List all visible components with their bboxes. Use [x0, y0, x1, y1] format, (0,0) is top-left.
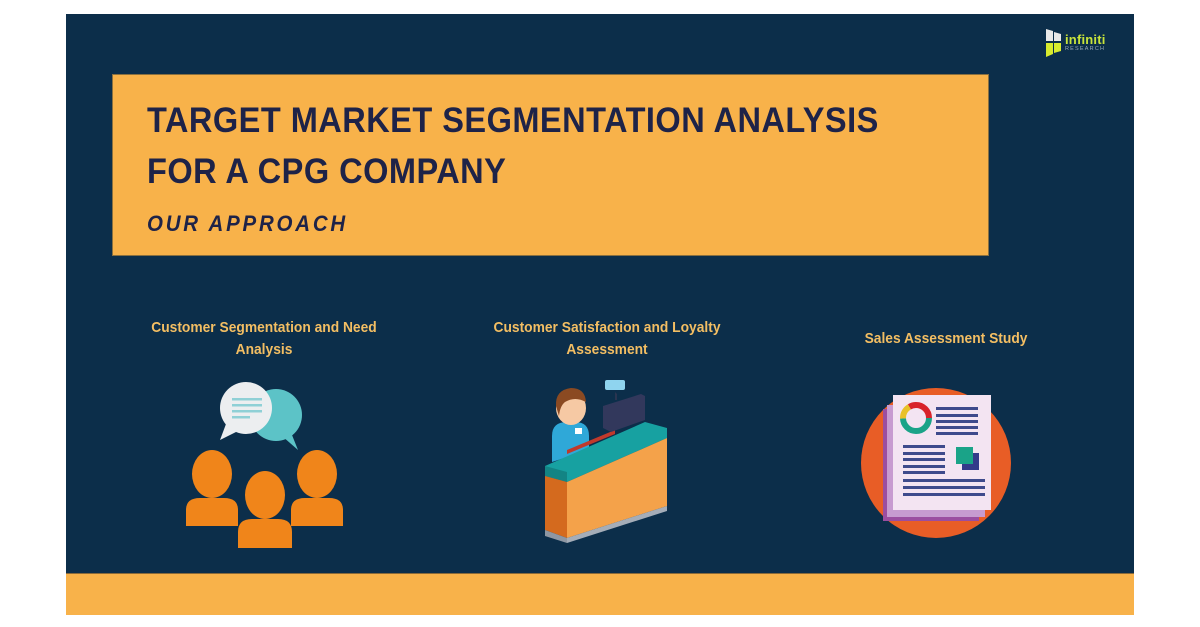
- logo-tagline: RESEARCH: [1065, 46, 1106, 53]
- infiniti-research-logo: infiniti RESEARCH: [1046, 28, 1106, 58]
- bottom-accent-strip: [66, 573, 1134, 615]
- page-subtitle: OUR APPROACH: [147, 211, 348, 236]
- approach-label: Sales Assessment Study: [864, 330, 1028, 347]
- approach-item-segmentation: Customer Segmentation and Need Analysis: [114, 316, 414, 362]
- approach-label: Customer Satisfaction and Loyalty Assess…: [493, 319, 721, 358]
- people-chat-icon: [186, 382, 343, 548]
- approach-item-satisfaction: Customer Satisfaction and Loyalty Assess…: [457, 316, 757, 362]
- title-line-1: TARGET MARKET SEGMENTATION ANALYSIS: [147, 101, 879, 140]
- service-desk-icon: [545, 380, 667, 543]
- page-title: TARGET MARKET SEGMENTATION ANALYSIS FOR …: [147, 95, 879, 197]
- approach-item-sales: Sales Assessment Study: [796, 316, 1096, 362]
- title-banner: TARGET MARKET SEGMENTATION ANALYSIS FOR …: [112, 74, 989, 256]
- logo-name: infiniti: [1065, 32, 1106, 48]
- logo-mark-icon: [1046, 29, 1061, 57]
- approach-label: Customer Segmentation and Need Analysis: [151, 319, 377, 358]
- report-document-icon: [861, 388, 1011, 538]
- title-line-2: FOR A CPG COMPANY: [147, 152, 507, 191]
